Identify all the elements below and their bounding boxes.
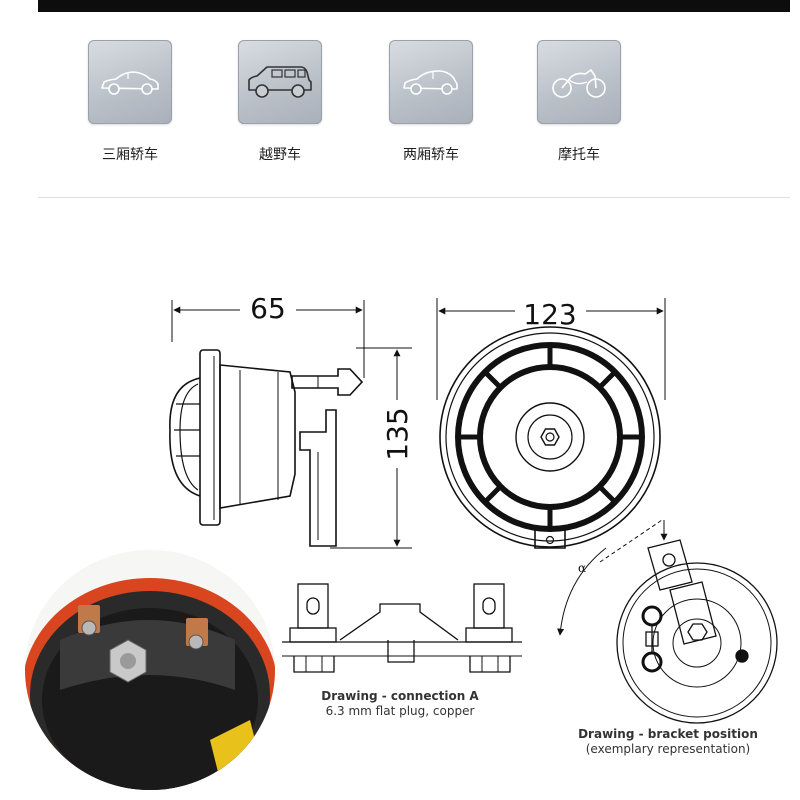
vehicle-label: 两厢轿车 bbox=[403, 147, 459, 163]
bracket-title: Drawing - bracket position bbox=[578, 727, 758, 741]
motorcycle-icon bbox=[537, 40, 621, 124]
connection-caption: Drawing - connection A 6.3 mm flat plug,… bbox=[300, 689, 500, 719]
horn-front-view bbox=[436, 298, 666, 549]
dimension-diameter: 123 bbox=[523, 298, 576, 331]
vehicle-sedan: 三厢轿车 bbox=[75, 40, 185, 164]
connection-title: Drawing - connection A bbox=[321, 689, 479, 703]
suv-icon bbox=[238, 40, 322, 124]
vehicle-label: 三厢轿车 bbox=[102, 147, 158, 163]
vehicle-motorcycle: 摩托车 bbox=[524, 40, 634, 164]
sedan-icon bbox=[88, 40, 172, 124]
dimension-height: 135 bbox=[381, 407, 414, 460]
angle-label: α bbox=[578, 561, 586, 575]
dimension-depth: 65 bbox=[250, 292, 286, 325]
terminal-photo bbox=[25, 550, 275, 790]
hatchback-icon bbox=[389, 40, 473, 124]
connection-drawing bbox=[282, 583, 522, 673]
bracket-drawing bbox=[557, 519, 778, 724]
vehicle-hatchback: 两厢轿车 bbox=[376, 40, 486, 164]
horn-side-view bbox=[169, 300, 412, 549]
vehicle-label: 摩托车 bbox=[558, 147, 600, 163]
vehicle-label: 越野车 bbox=[259, 147, 301, 163]
top-bar bbox=[38, 0, 790, 12]
bracket-subtitle: (exemplary representation) bbox=[585, 742, 751, 756]
vehicle-types: 三厢轿车 越野车 两厢轿车 bbox=[0, 0, 800, 200]
section-divider bbox=[38, 197, 790, 198]
technical-drawings: 65 135 123 bbox=[25, 292, 778, 790]
vehicle-suv: 越野车 bbox=[225, 40, 335, 164]
bracket-caption: Drawing - bracket position (exemplary re… bbox=[566, 727, 770, 757]
connection-subtitle: 6.3 mm flat plug, copper bbox=[325, 704, 475, 718]
